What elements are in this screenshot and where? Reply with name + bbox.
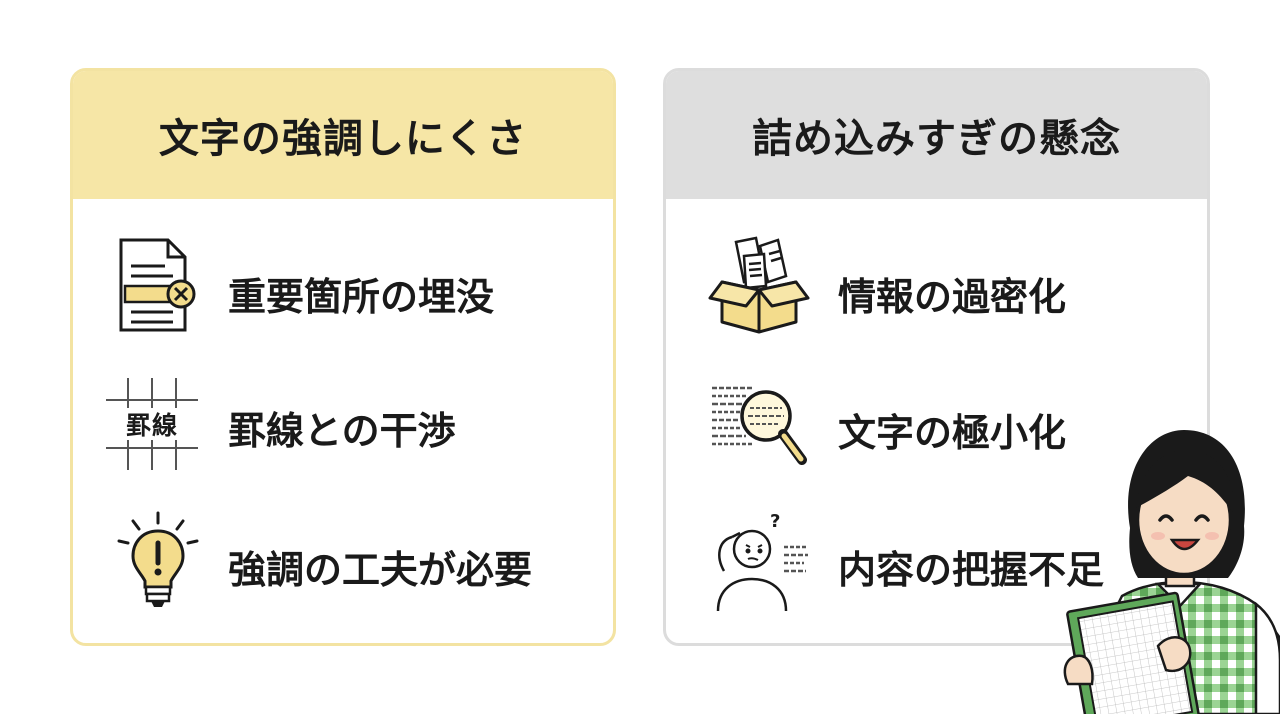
list-item: ? 内容の把握不足 (666, 511, 1207, 616)
item-label: 内容の把握不足 (838, 548, 1105, 592)
confused-person-icon: ? (716, 511, 808, 611)
card-overcrowding: 詰め込みすぎの懸念 情報の過密化 (663, 68, 1210, 646)
list-item: 重要箇所の埋没 (73, 236, 613, 346)
teacher-illustration (1063, 430, 1280, 714)
card-text-emphasis: 文字の強調しにくさ 重要箇所の埋没 (70, 68, 616, 646)
card-title: 文字の強調しにくさ (73, 71, 613, 199)
svg-text:?: ? (770, 511, 780, 532)
item-label: 強調の工夫が必要 (228, 548, 533, 592)
list-item: 罫線 罫線との干渉 (73, 376, 613, 476)
item-label: 罫線との干渉 (228, 409, 456, 453)
grid-icon-text: 罫線 (125, 411, 178, 440)
overflowing-box-icon (708, 236, 810, 334)
item-label: 情報の過密化 (838, 275, 1067, 319)
magnifier-text-icon (712, 386, 807, 465)
item-label: 文字の極小化 (838, 411, 1067, 455)
lightbulb-icon (117, 511, 199, 607)
card-title: 詰め込みすぎの懸念 (666, 71, 1207, 199)
list-item: 文字の極小化 (666, 376, 1207, 481)
item-label: 重要箇所の埋没 (228, 275, 495, 319)
document-x-icon (119, 238, 196, 332)
grid-text-icon: 罫線 (106, 378, 198, 470)
list-item: 強調の工夫が必要 (73, 511, 613, 616)
list-item: 情報の過密化 (666, 236, 1207, 346)
